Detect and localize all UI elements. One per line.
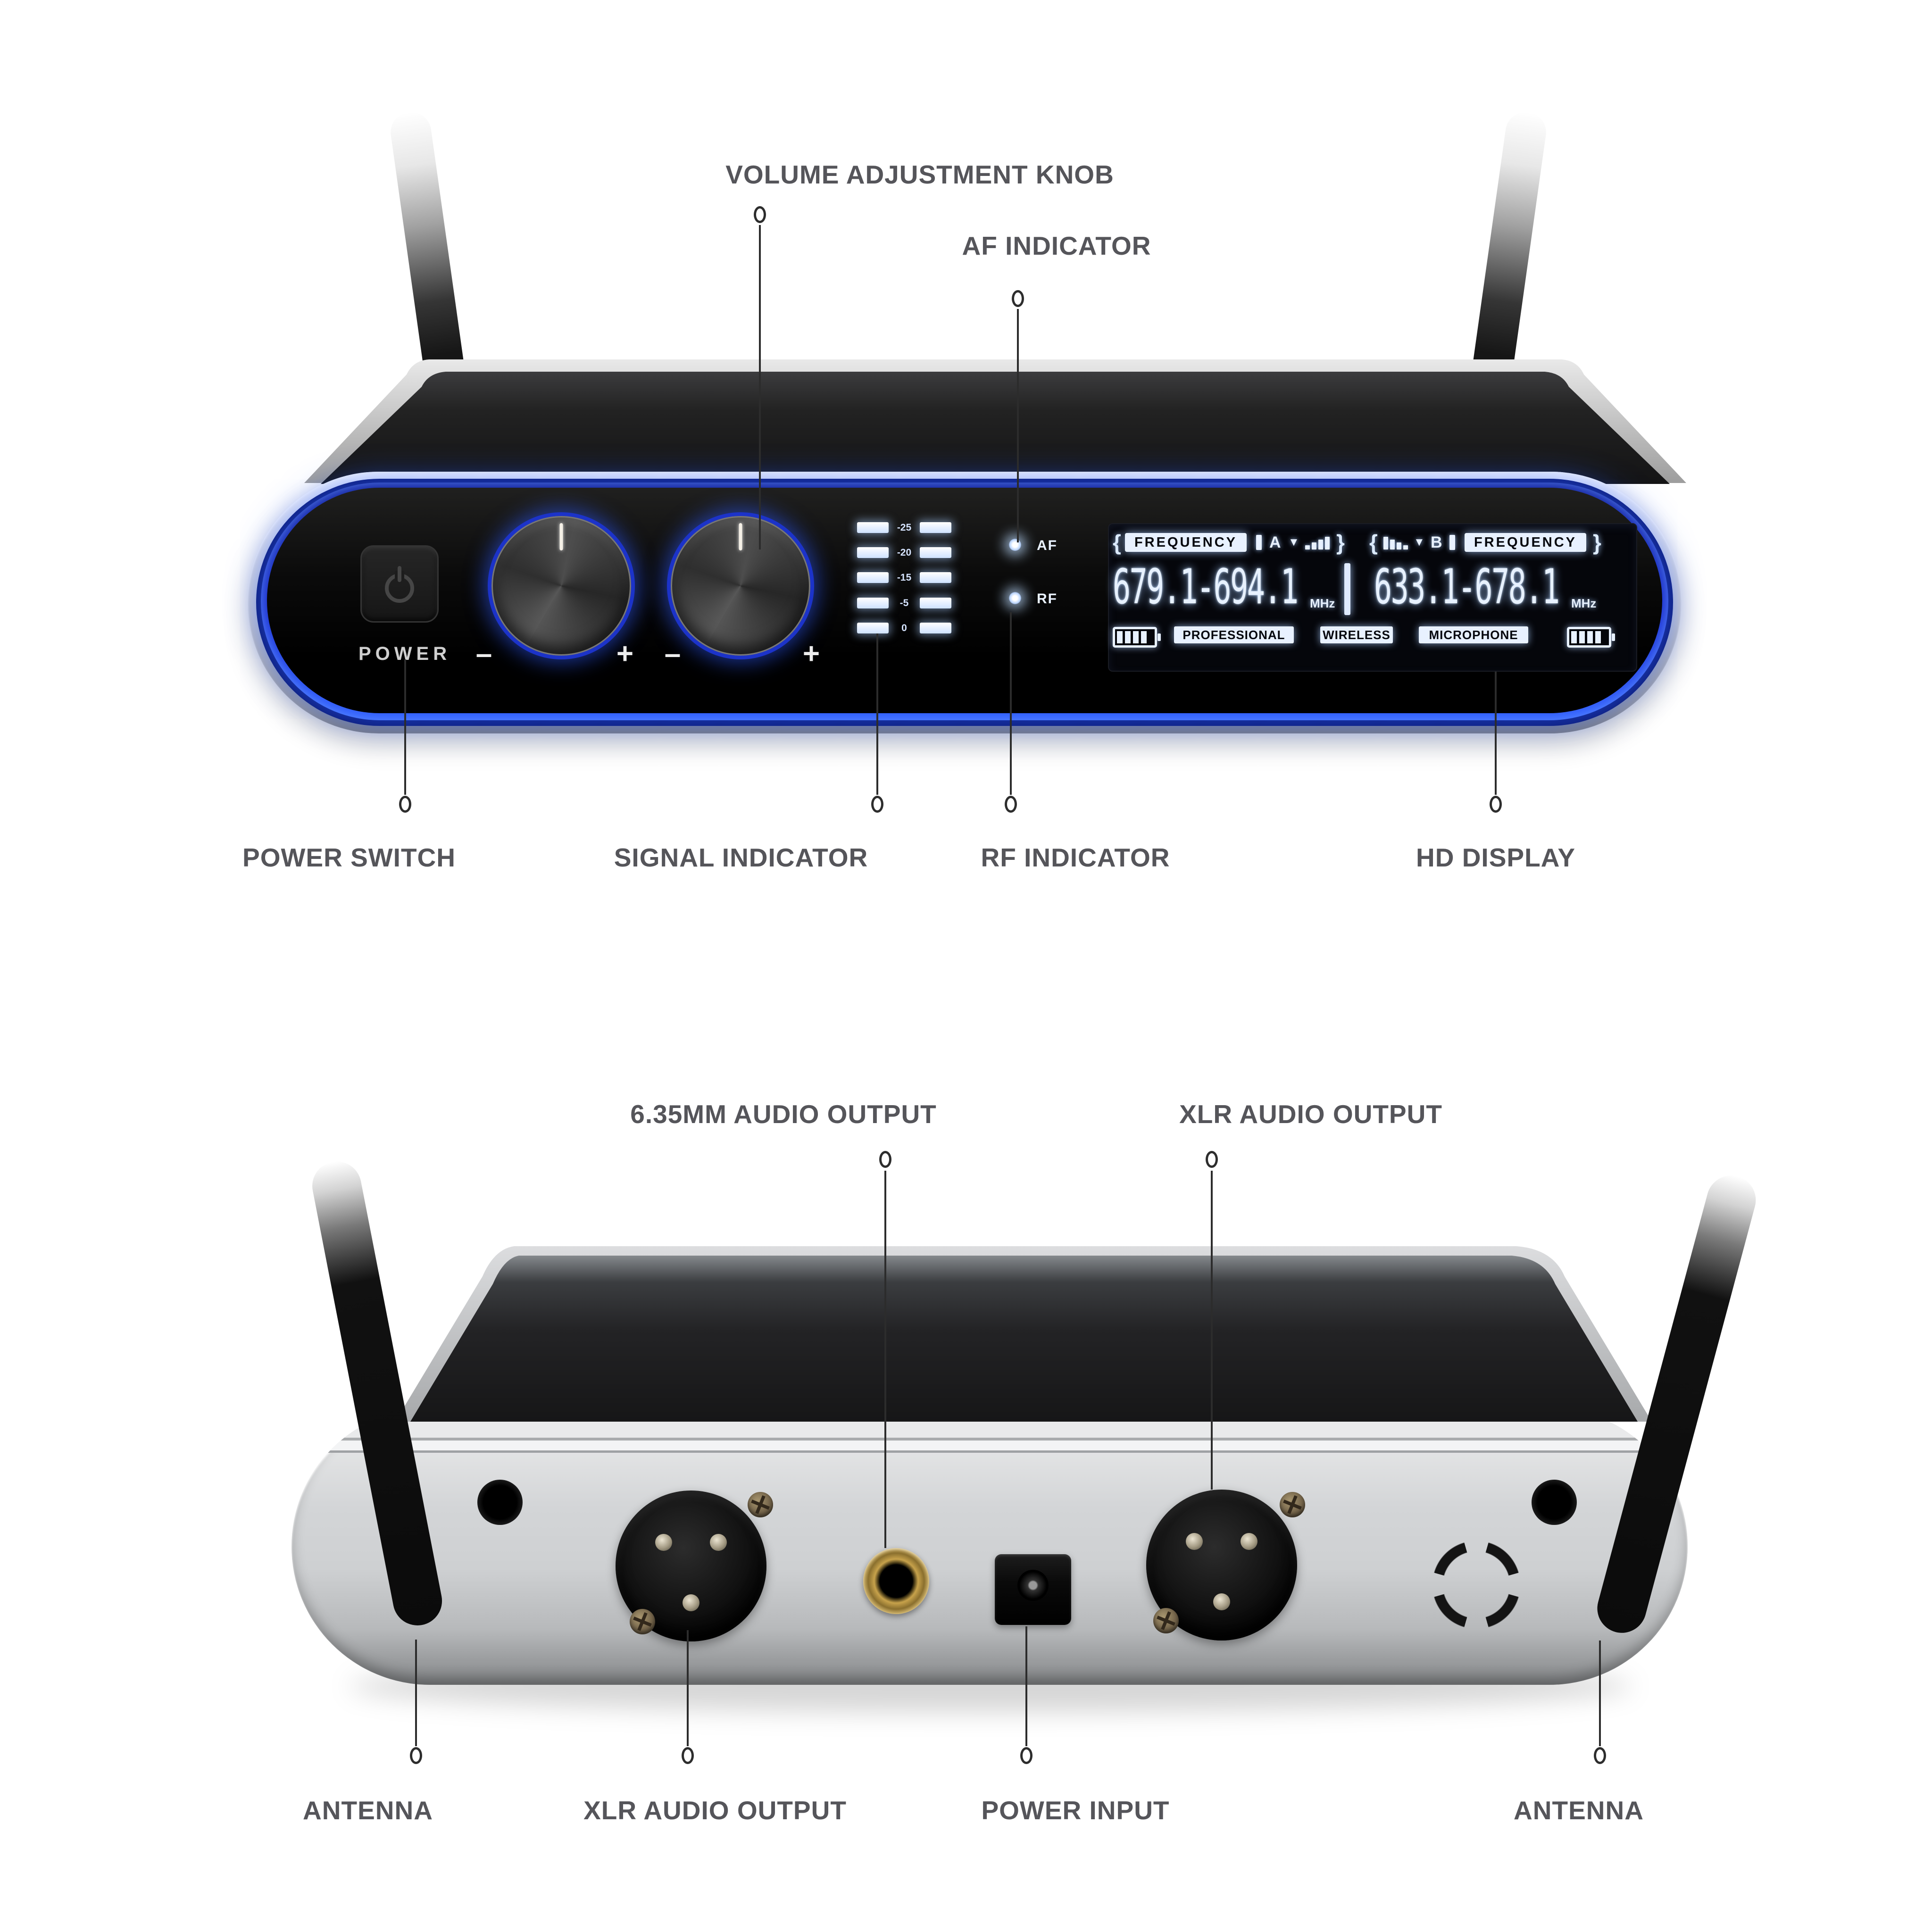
antenna-left-callout-line [415,1640,417,1746]
jack-635-callout-marker [879,1151,891,1168]
power-input-callout-label: POWER INPUT [981,1796,1170,1825]
antenna-mount-hole-right [1532,1480,1577,1525]
signal-callout-marker [871,796,883,813]
volume-knob-callout-label: VOLUME ADJUSTMENT KNOB [725,160,1114,189]
lcd-brace: { [1113,530,1121,555]
lcd-bar-icon [1256,535,1262,550]
frequency-badge-b: FREQUENCY [1465,533,1586,552]
power-input-icon [995,1554,1071,1625]
knob-a-minus-label: – [475,637,492,670]
knob-a-plus-label: + [616,637,634,670]
professional-badge: PROFESSIONAL [1174,626,1294,643]
knob-b-plus-label: + [802,637,820,670]
channel-a-label: A [1269,533,1281,551]
frequency-badge-a: FREQUENCY [1125,533,1247,552]
af-led-icon [1009,539,1021,551]
xlr-top-callout-marker [1206,1151,1218,1168]
antenna-right-callout-line [1599,1641,1601,1746]
rf-callout-line [1010,612,1012,795]
rf-indicator-callout-label: RF INDICATOR [981,843,1170,872]
antenna-left-callout-label: ANTENNA [303,1796,433,1825]
arrow-down-icon: ▼ [1288,536,1299,549]
hd-display-callout-marker [1490,796,1502,813]
screw-icon [1280,1492,1305,1517]
antenna-left-callout-marker [410,1747,422,1764]
battery-icon [1567,627,1611,648]
af-indicator-callout-label: AF INDICATOR [962,231,1151,260]
xlr-top-callout-line [1211,1171,1213,1490]
vent-cutout-icon [1432,1540,1521,1630]
power-button [360,545,439,623]
mhz-unit-b: MHz [1571,596,1597,610]
lcd-brace: } [1336,530,1345,555]
signal-strength-icon [1383,536,1408,550]
volume-knob-callout-line [759,225,761,550]
signal-scale-15: -15 [897,572,912,583]
rf-led-label: RF [1037,591,1058,607]
microphone-badge: MICROPHONE [1419,626,1528,643]
signal-callout-line [876,633,878,795]
back-panel-body [291,1408,1688,1685]
lcd-brace: { [1369,530,1378,555]
screw-icon [630,1609,655,1634]
af-led-label: AF [1037,538,1058,553]
power-input-callout-marker [1020,1747,1033,1764]
power-switch-callout-label: POWER SWITCH [242,843,456,872]
af-callout-line [1017,309,1019,542]
antenna-mount-hole-left [477,1480,523,1525]
volume-knob-callout-marker [754,206,766,223]
xlr-bottom-callout-label: XLR AUDIO OUTPUT [583,1796,847,1825]
screw-icon [748,1492,773,1517]
lcd-bar-icon [1449,535,1455,550]
xlr-bottom-callout-marker [682,1747,694,1764]
lcd-divider [1344,563,1350,615]
volume-knob-b [671,516,810,656]
hd-display: { FREQUENCY A ▼ } { ▼ B FREQUENCY } 679.… [1108,523,1637,672]
rf-led-icon [1009,592,1021,604]
signal-scale-5: -5 [899,598,909,608]
hd-display-callout-line [1495,672,1497,795]
rf-callout-marker [1005,796,1017,813]
xlr-top-callout-label: XLR AUDIO OUTPUT [1179,1099,1442,1129]
signal-scale-20: -20 [897,547,912,558]
volume-knob-a [491,516,631,656]
signal-indicator-callout-label: SIGNAL INDICATOR [614,843,868,872]
channel-b-label: B [1431,533,1442,551]
arrow-down-icon: ▼ [1414,536,1425,549]
lcd-brace: } [1593,530,1601,555]
signal-scale-25: -25 [897,522,912,533]
power-button-label: POWER [358,643,451,664]
af-callout-marker [1012,290,1024,307]
antenna-right-callout-label: ANTENNA [1514,1796,1644,1825]
6-35mm-jack-icon [863,1548,929,1614]
xlr-bottom-callout-line [687,1630,689,1746]
hd-display-callout-label: HD DISPLAY [1416,843,1576,872]
knob-b-minus-label: – [664,637,681,670]
antenna-right-callout-marker [1594,1747,1606,1764]
screw-icon [1153,1608,1179,1633]
battery-icon [1113,627,1157,648]
signal-strength-icon [1305,536,1330,550]
xlr-connector-a-icon [616,1491,766,1641]
jack-635-callout-label: 6.35MM AUDIO OUTPUT [630,1099,937,1129]
wireless-badge: WIRELESS [1320,626,1393,643]
jack-635-callout-line [884,1171,886,1548]
power-icon [385,574,414,603]
frequency-range-a: 679.1-694.1 [1113,559,1299,615]
power-switch-callout-marker [399,796,411,813]
frequency-range-b: 633.1-678.1 [1374,559,1560,615]
power-switch-callout-line [404,659,406,795]
signal-scale-0: 0 [901,623,907,633]
mhz-unit-a: MHz [1310,596,1335,610]
power-input-callout-line [1025,1626,1027,1746]
